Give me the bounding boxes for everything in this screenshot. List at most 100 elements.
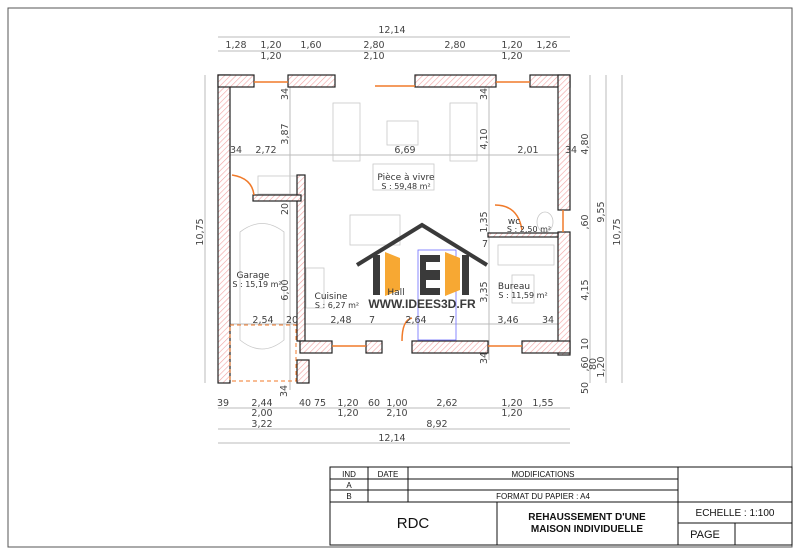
page-border bbox=[7, 7, 793, 548]
dim-interior: 2,48 bbox=[330, 315, 351, 326]
openings bbox=[229, 81, 564, 382]
paper-format: FORMAT DU PAPIER : A4 bbox=[496, 492, 590, 501]
coffee-table bbox=[386, 120, 419, 146]
dim-top: 2,80 bbox=[363, 40, 384, 51]
dim-interior: 34 bbox=[479, 88, 490, 100]
logo-url: WWW.IDEES3D.FR bbox=[368, 297, 476, 311]
dim-bottom: 75 bbox=[314, 398, 326, 409]
header-ind: IND bbox=[342, 470, 356, 479]
dim-interior: 34 bbox=[542, 315, 554, 326]
furniture bbox=[239, 102, 555, 350]
dim-top-sub: 2,10 bbox=[363, 51, 384, 62]
dim-top-total: 12,14 bbox=[378, 25, 405, 36]
dim-top: 1,26 bbox=[536, 40, 557, 51]
dim-top: 1,60 bbox=[300, 40, 321, 51]
kitchen-counter bbox=[305, 267, 325, 309]
dim-interior: 3,46 bbox=[497, 315, 518, 326]
room-area-wc: S : 2,50 m² bbox=[507, 225, 551, 234]
car-icon bbox=[239, 223, 285, 350]
dim-right: 10,75 bbox=[612, 218, 623, 245]
title-block bbox=[329, 466, 793, 546]
dim-interior: 6,69 bbox=[394, 145, 415, 156]
dim-bottom: 2,62 bbox=[436, 398, 457, 409]
dim-interior: 4,10 bbox=[479, 128, 490, 149]
room-area-piece-a-vivre: S : 59,48 m² bbox=[381, 182, 430, 191]
dim-right: 80 bbox=[588, 358, 599, 370]
dim-interior: 7 bbox=[482, 239, 488, 250]
dim-right: 4,15 bbox=[580, 279, 591, 300]
sofa-left bbox=[332, 102, 361, 162]
dim-interior: 34 bbox=[280, 88, 291, 100]
dim-interior: 34 bbox=[230, 145, 242, 156]
dimension-lines bbox=[204, 36, 623, 444]
dim-bottom-partial: 3,22 bbox=[251, 419, 272, 430]
dim-interior: 2,01 bbox=[517, 145, 538, 156]
page-label: PAGE bbox=[690, 529, 720, 541]
dim-top: 1,28 bbox=[225, 40, 246, 51]
dim-interior: 1,35 bbox=[479, 211, 490, 232]
dim-right: 10 bbox=[580, 338, 591, 350]
level-label: RDC bbox=[397, 515, 430, 532]
toilet-icon bbox=[536, 211, 554, 233]
dim-interior: 2,64 bbox=[405, 315, 426, 326]
header-date: DATE bbox=[378, 470, 399, 479]
dim-top: 1,20 bbox=[501, 40, 522, 51]
dim-top-sub: 1,20 bbox=[501, 51, 522, 62]
dim-interior: 6,00 bbox=[280, 279, 291, 300]
room-name-piece-a-vivre: Pièce à vivre bbox=[377, 172, 435, 183]
room-name-cuisine: Cuisine bbox=[315, 292, 348, 302]
dim-bottom-sub: 2,10 bbox=[386, 408, 407, 419]
desk bbox=[511, 274, 535, 304]
dim-bottom-partial: 8,92 bbox=[426, 419, 447, 430]
dim-interior: 2,54 bbox=[252, 315, 273, 326]
walls bbox=[217, 74, 571, 384]
row-ind-b: B bbox=[346, 492, 351, 501]
dim-right: ,60 bbox=[580, 214, 591, 229]
dim-left-total: 10,75 bbox=[195, 218, 206, 245]
dim-bottom: 1,55 bbox=[532, 398, 553, 409]
dim-top: 2,80 bbox=[444, 40, 465, 51]
dim-bottom-sub: 1,20 bbox=[337, 408, 358, 419]
dim-right: ,60 bbox=[580, 356, 591, 371]
dim-right: 4,80 bbox=[580, 133, 591, 154]
dim-bottom: 1,20 bbox=[337, 398, 358, 409]
dim-bottom: 1,00 bbox=[386, 398, 407, 409]
dim-interior: 3,35 bbox=[479, 281, 490, 302]
dim-bottom-sub: 1,20 bbox=[501, 408, 522, 419]
dim-interior: 34 bbox=[565, 145, 577, 156]
room-name-hall: Hall bbox=[387, 288, 404, 298]
bureau-storage bbox=[497, 244, 555, 266]
dim-right: 9,55 bbox=[596, 201, 607, 222]
sofa-right bbox=[449, 102, 478, 162]
dining-table bbox=[349, 214, 401, 246]
room-name-wc: wc bbox=[508, 217, 520, 227]
dim-bottom: 39 bbox=[217, 398, 229, 409]
dim-interior: 34 bbox=[479, 352, 490, 364]
dim-bottom: 40 bbox=[299, 398, 311, 409]
dim-interior: 20 bbox=[286, 315, 298, 326]
dim-interior: 7 bbox=[449, 315, 455, 326]
scale-label: ECHELLE : 1:100 bbox=[696, 508, 775, 519]
dim-interior: 7 bbox=[369, 315, 375, 326]
room-area-garage: S : 15,19 m² bbox=[232, 280, 281, 289]
rug bbox=[372, 163, 435, 191]
row-ind-a: A bbox=[346, 481, 352, 490]
dim-interior: 3,87 bbox=[280, 123, 291, 144]
dim-bottom-total: 12,14 bbox=[378, 433, 405, 444]
dim-top-sub: 1,20 bbox=[260, 51, 281, 62]
project-title-line2: MAISON INDIVIDUELLE bbox=[531, 524, 644, 535]
dim-interior: 34 bbox=[279, 385, 290, 397]
dim-bottom: 1,20 bbox=[501, 398, 522, 409]
dim-bottom: 60 bbox=[368, 398, 380, 409]
dim-right: 1,20 bbox=[596, 356, 607, 377]
project-title-line1: REHAUSSEMENT D'UNE bbox=[528, 512, 646, 523]
room-name-garage: Garage bbox=[237, 271, 270, 281]
dim-right: 50 bbox=[580, 382, 591, 394]
dim-interior: 2,72 bbox=[255, 145, 276, 156]
dim-bottom-sub: 2,00 bbox=[251, 408, 272, 419]
dim-bottom: 2,44 bbox=[251, 398, 272, 409]
header-modifications: MODIFICATIONS bbox=[512, 470, 575, 479]
staircase bbox=[417, 249, 457, 341]
room-name-bureau: Bureau bbox=[498, 282, 530, 292]
